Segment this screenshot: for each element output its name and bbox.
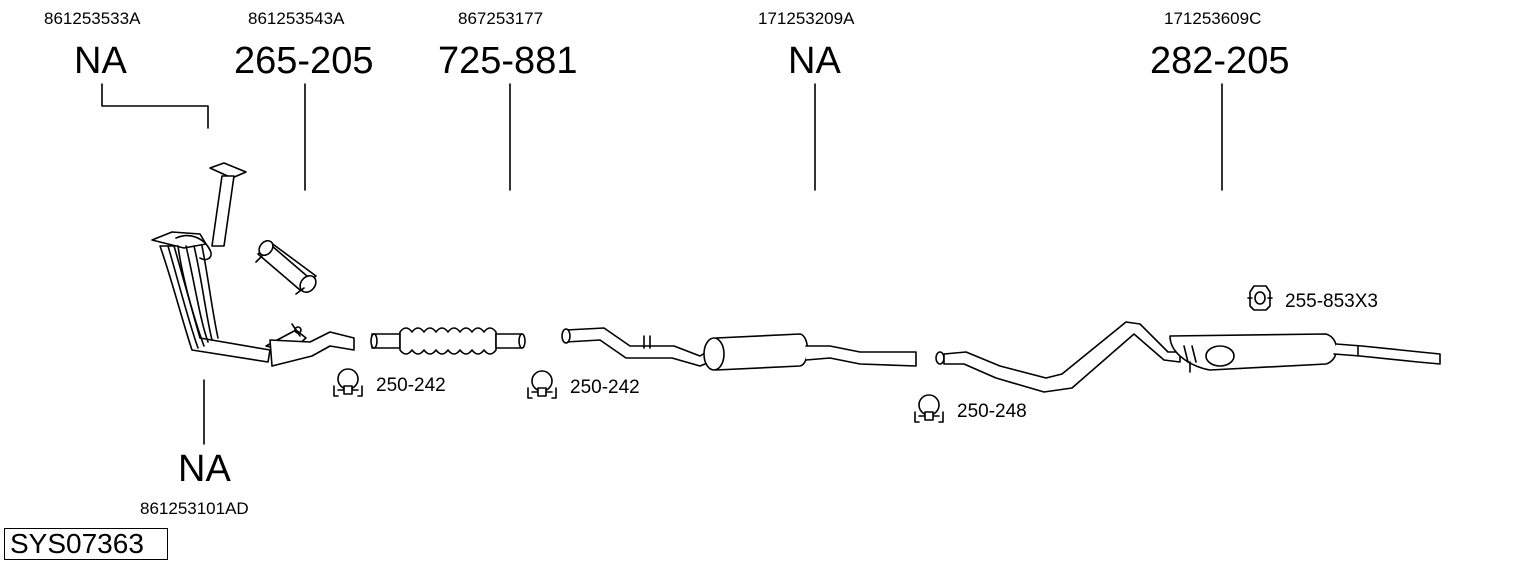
middle-silencer-drawing: [561, 327, 917, 371]
part-label-4: NA: [788, 40, 841, 82]
clamp-icon-2: [527, 370, 557, 399]
oem-number-1: 861253533A: [44, 9, 141, 28]
leader-line-part-1: [101, 83, 209, 129]
part-label-6: NA: [178, 448, 231, 490]
front-pipe-drawing: [151, 162, 355, 367]
part-label-2: 265-205: [234, 40, 374, 82]
oem-number-4: 171253209A: [758, 9, 855, 28]
oem-number-5: 171253609C: [1164, 9, 1262, 28]
clamp-icon-1: [333, 368, 363, 397]
rear-silencer-drawing: [935, 321, 1441, 393]
part-label-1: NA: [74, 40, 127, 82]
rubber-mount-icon: [1247, 285, 1273, 311]
oem-number-6: 861253101AD: [140, 499, 249, 518]
part-label-5: 282-205: [1150, 40, 1290, 82]
part-label-3: 725-881: [438, 40, 578, 82]
clamp-label-4: 255-853X3: [1285, 291, 1378, 312]
flex-connector-drawing: [255, 239, 317, 295]
bellows-drawing: [370, 327, 526, 355]
oem-number-2: 861253543A: [248, 9, 345, 28]
clamp-label-2: 250-242: [570, 377, 640, 398]
clamp-label-3: 250-248: [957, 401, 1027, 422]
oem-number-3: 867253177: [458, 9, 544, 28]
system-code-box: SYS07363: [4, 528, 168, 560]
clamp-icon-3: [914, 394, 944, 423]
clamp-label-1: 250-242: [376, 375, 446, 396]
